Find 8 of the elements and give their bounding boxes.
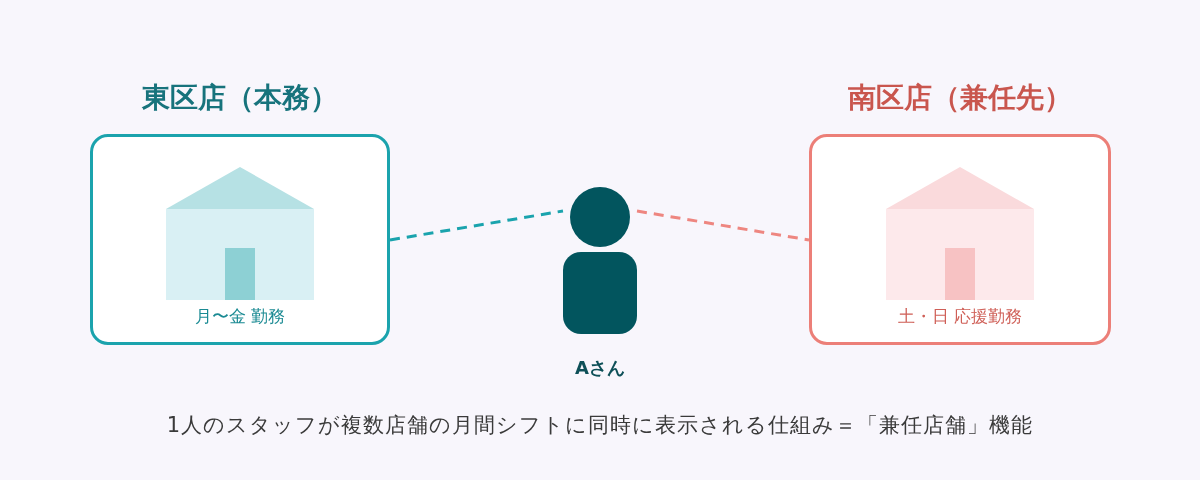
dashed-connector bbox=[636, 209, 810, 242]
store-heading: 東区店（本務） bbox=[142, 80, 338, 116]
caption-text: 1人のスタッフが複数店舗の月間シフトに同時に表示される仕組み＝「兼任店舗」機能 bbox=[166, 412, 1034, 439]
person-name: Aさん bbox=[575, 356, 625, 380]
work-schedule-label: 土・日 応援勤務 bbox=[897, 305, 1023, 328]
store-heading: 南区店（兼任先） bbox=[848, 80, 1072, 116]
dashed-connector bbox=[389, 209, 564, 242]
work-schedule-label: 月〜金 勤務 bbox=[194, 305, 286, 328]
